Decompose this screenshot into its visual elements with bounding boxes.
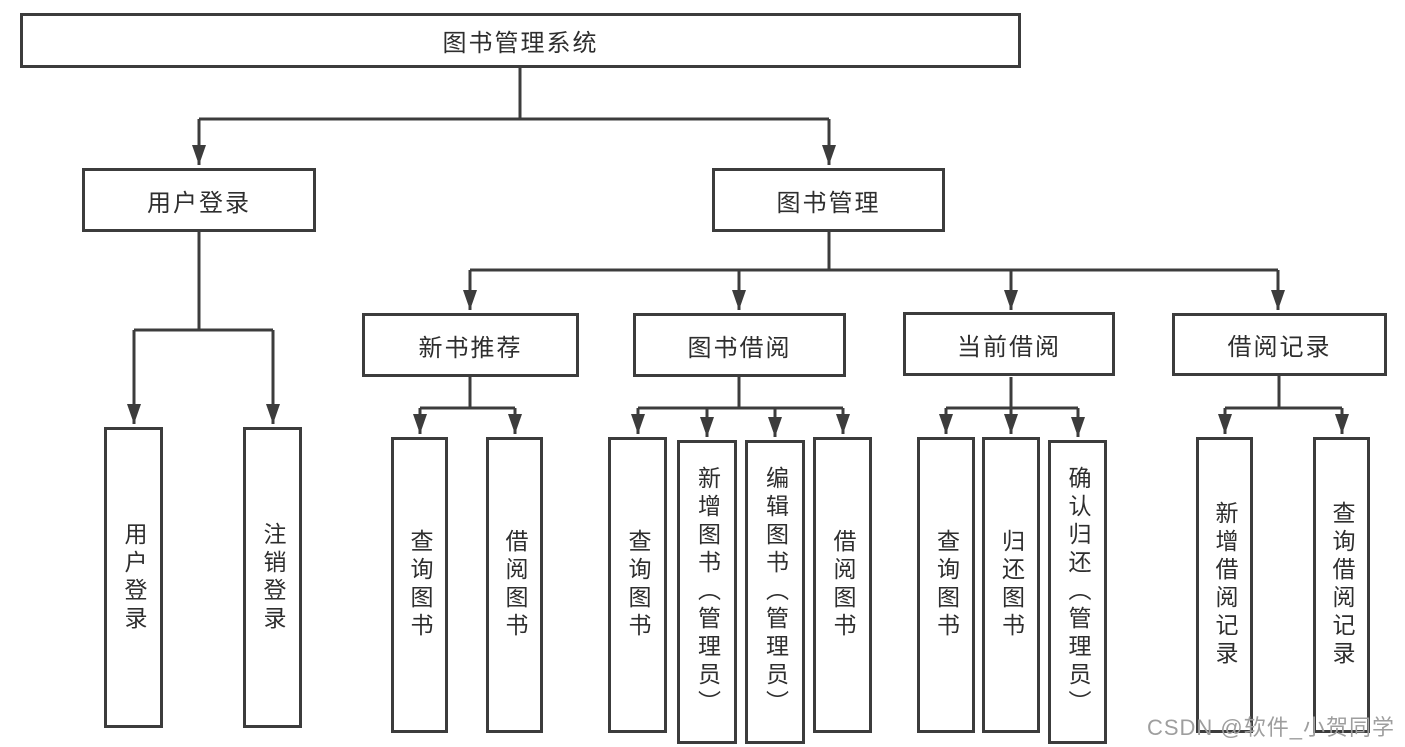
leaf-query-books-recommend-label: 查询图书 — [407, 529, 433, 641]
leaf-add-book-admin: 新增图书（管理员） — [677, 440, 737, 744]
node-current-borrowing-label: 当前借阅 — [957, 333, 1061, 361]
leaf-borrow-books-label: 借阅图书 — [830, 529, 856, 641]
leaf-add-borrow-record-label: 新增借阅记录 — [1212, 501, 1238, 669]
connector-book-borrowing — [631, 377, 850, 437]
leaf-confirm-return-admin: 确认归还（管理员） — [1048, 440, 1107, 744]
leaf-query-books-current-label: 查询图书 — [933, 529, 960, 641]
node-borrow-records: 借阅记录 — [1172, 313, 1387, 376]
node-book-management-label: 图书管理 — [776, 189, 881, 217]
leaf-confirm-return-admin-label: 确认归还（管理员） — [1065, 466, 1091, 718]
leaf-add-book-admin-label: 新增图书（管理员） — [694, 466, 721, 718]
connector-book-management — [463, 232, 1285, 310]
leaf-logout: 注销登录 — [243, 427, 302, 728]
node-new-book-recommend: 新书推荐 — [362, 313, 579, 377]
connector-user-login — [127, 232, 280, 424]
node-current-borrowing: 当前借阅 — [903, 312, 1115, 376]
leaf-user-login-label: 用户登录 — [121, 521, 147, 634]
node-library-system-label: 图书管理系统 — [442, 30, 599, 57]
node-borrow-records-label: 借阅记录 — [1227, 334, 1332, 361]
connector-root — [192, 68, 836, 165]
leaf-return-books-label: 归还图书 — [998, 529, 1025, 641]
leaf-add-borrow-record: 新增借阅记录 — [1196, 437, 1253, 733]
leaf-borrow-books: 借阅图书 — [813, 437, 872, 733]
leaf-edit-book-admin-label: 编辑图书（管理员） — [762, 466, 789, 718]
leaf-user-login: 用户登录 — [104, 427, 163, 728]
leaf-return-books: 归还图书 — [982, 437, 1040, 733]
node-book-management: 图书管理 — [712, 168, 945, 232]
leaf-query-books-recommend: 查询图书 — [391, 437, 448, 733]
node-book-borrowing-label: 图书借阅 — [687, 334, 792, 362]
leaf-query-books-borrowing: 查询图书 — [608, 437, 667, 733]
leaf-query-borrow-record: 查询借阅记录 — [1313, 437, 1370, 733]
node-user-login-label: 用户登录 — [147, 189, 251, 217]
connector-new-book-recommend — [413, 377, 522, 434]
connector-borrow-records — [1218, 376, 1349, 434]
leaf-query-books-borrowing-label: 查询图书 — [625, 529, 651, 641]
leaf-query-borrow-record-label: 查询借阅记录 — [1329, 501, 1355, 669]
connector-current-borrowing — [939, 377, 1085, 437]
leaf-edit-book-admin: 编辑图书（管理员） — [745, 440, 805, 744]
leaf-logout-label: 注销登录 — [260, 521, 286, 634]
node-library-system: 图书管理系统 — [20, 13, 1021, 68]
node-book-borrowing: 图书借阅 — [633, 313, 846, 377]
leaf-borrow-books-recommend-label: 借阅图书 — [502, 529, 528, 641]
node-user-login: 用户登录 — [82, 168, 316, 232]
node-new-book-recommend-label: 新书推荐 — [418, 334, 523, 362]
leaf-query-books-current: 查询图书 — [917, 437, 975, 733]
leaf-borrow-books-recommend: 借阅图书 — [486, 437, 543, 733]
watermark: CSDN @软件_小贺同学 — [1146, 715, 1395, 740]
